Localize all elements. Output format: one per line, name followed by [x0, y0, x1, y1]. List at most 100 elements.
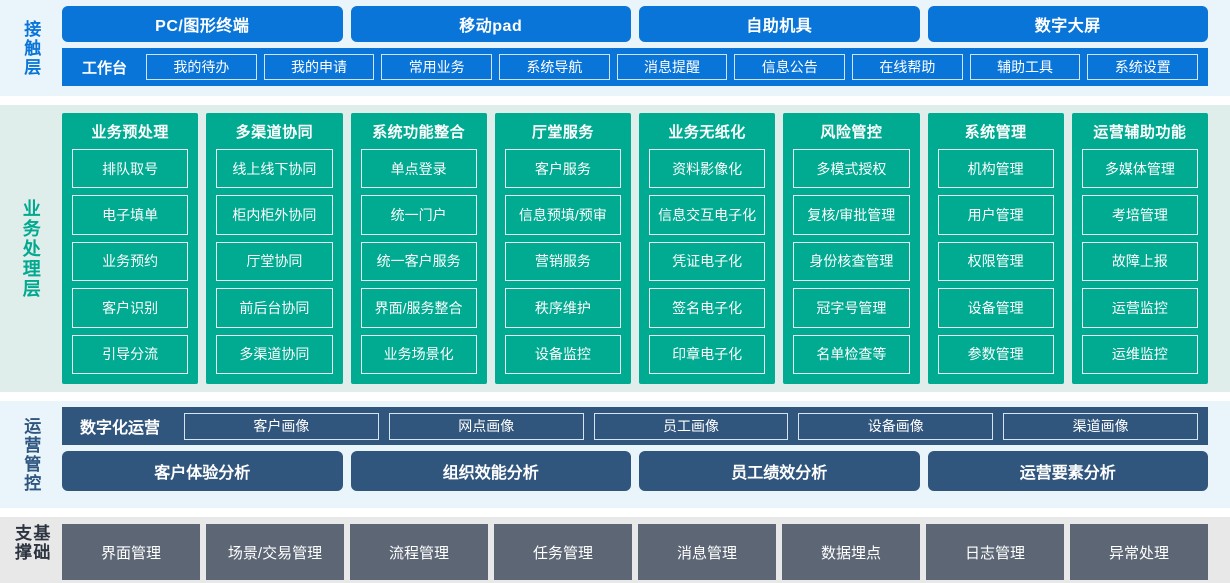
business-item[interactable]: 用户管理	[937, 195, 1054, 235]
business-item[interactable]: 排队取号	[72, 149, 189, 189]
business-item[interactable]: 名单检查等	[793, 334, 910, 375]
business-item[interactable]: 线上线下协同	[216, 149, 333, 189]
business-item[interactable]: 业务场景化	[360, 334, 477, 375]
business-item[interactable]: 单点登录	[360, 149, 477, 189]
business-column-paperless: 业务无纸化 资料影像化 信息交互电子化 凭证电子化 签名电子化 印章电子化	[639, 113, 776, 384]
business-item[interactable]: 电子填单	[72, 195, 189, 235]
business-item[interactable]: 身份核查管理	[793, 241, 910, 282]
channel-button-pc[interactable]: PC/图形终端	[62, 6, 343, 42]
analysis-button-row: 客户体验分析 组织效能分析 员工绩效分析 运营要素分析	[62, 451, 1208, 491]
business-item[interactable]: 多渠道协同	[216, 334, 333, 375]
base-item-row: 界面管理 场景/交易管理 流程管理 任务管理 消息管理 数据埋点 日志管理 异常…	[60, 524, 1230, 580]
ops-chip-branch-profile[interactable]: 网点画像	[388, 412, 584, 440]
ops-chip-employee-profile[interactable]: 员工画像	[593, 412, 789, 440]
workbench-nav-bar: 工作台 我的待办 我的申请 常用业务 系统导航 消息提醒 信息公告 在线帮助 辅…	[62, 48, 1208, 86]
ops-layer-label: 运营管控	[21, 416, 41, 493]
column-items: 客户服务 信息预填/预审 营销服务 秩序维护 设备监控	[504, 149, 621, 375]
divider-business-ops	[0, 392, 1230, 401]
channel-button-digital-screen[interactable]: 数字大屏	[927, 6, 1208, 42]
ops-button-org-efficiency-analysis[interactable]: 组织效能分析	[350, 451, 631, 491]
business-item[interactable]: 客户识别	[72, 288, 189, 328]
column-title: 系统功能整合	[372, 124, 466, 141]
base-item-process-management[interactable]: 流程管理	[350, 524, 488, 580]
business-item[interactable]: 签名电子化	[649, 288, 766, 328]
nav-item-my-todo[interactable]: 我的待办	[146, 54, 257, 80]
column-items: 多媒体管理 考培管理 故障上报 运营监控 运维监控	[1081, 149, 1198, 375]
business-item[interactable]: 前后台协同	[216, 288, 333, 328]
business-item[interactable]: 柜内柜外协同	[216, 195, 333, 235]
business-item[interactable]: 秩序维护	[504, 288, 621, 328]
column-title: 风险管控	[820, 124, 883, 141]
business-item[interactable]: 印章电子化	[649, 334, 766, 375]
column-items: 资料影像化 信息交互电子化 凭证电子化 签名电子化 印章电子化	[649, 149, 766, 375]
channel-button-self-service[interactable]: 自助机具	[639, 6, 920, 42]
business-item[interactable]: 复核/审批管理	[793, 195, 910, 235]
column-title: 运营辅助功能	[1093, 124, 1187, 141]
business-item[interactable]: 界面/服务整合	[360, 288, 477, 328]
base-layer-body: 界面管理 场景/交易管理 流程管理 任务管理 消息管理 数据埋点 日志管理 异常…	[60, 524, 1230, 580]
column-items: 多模式授权 复核/审批管理 身份核查管理 冠字号管理 名单检查等	[793, 149, 910, 375]
business-item[interactable]: 统一客户服务	[360, 241, 477, 282]
column-title: 系统管理	[964, 124, 1027, 141]
business-item[interactable]: 客户服务	[504, 149, 621, 189]
business-item[interactable]: 设备管理	[937, 288, 1054, 328]
business-item[interactable]: 业务预约	[72, 241, 189, 282]
business-item[interactable]: 机构管理	[937, 149, 1054, 189]
column-items: 排队取号 电子填单 业务预约 客户识别 引导分流	[72, 149, 189, 375]
base-layer-label: 基础支撑	[12, 524, 50, 562]
base-item-scenario-transaction-management[interactable]: 场景/交易管理	[206, 524, 344, 580]
workbench-title: 工作台	[82, 59, 128, 77]
business-item[interactable]: 多模式授权	[793, 149, 910, 189]
business-item[interactable]: 多媒体管理	[1081, 149, 1198, 189]
column-title: 业务无纸化	[668, 124, 746, 141]
nav-item-auxiliary-tools[interactable]: 辅助工具	[969, 54, 1081, 80]
business-item[interactable]: 统一门户	[360, 195, 477, 235]
ops-chip-device-profile[interactable]: 设备画像	[798, 412, 994, 440]
business-column-multichannel: 多渠道协同 线上线下协同 柜内柜外协同 厅堂协同 前后台协同 多渠道协同	[206, 113, 343, 384]
base-item-exception-handling[interactable]: 异常处理	[1070, 524, 1208, 580]
nav-item-system-navigation[interactable]: 系统导航	[499, 54, 610, 80]
business-item[interactable]: 信息交互电子化	[649, 195, 766, 235]
ops-button-operation-factor-analysis[interactable]: 运营要素分析	[927, 451, 1208, 491]
business-item[interactable]: 运维监控	[1081, 334, 1198, 375]
business-item[interactable]: 凭证电子化	[649, 241, 766, 282]
business-column-lobby-service: 厅堂服务 客户服务 信息预填/预审 营销服务 秩序维护 设备监控	[494, 113, 631, 384]
business-item[interactable]: 厅堂协同	[216, 241, 333, 282]
ops-chip-customer-profile[interactable]: 客户画像	[184, 412, 379, 440]
base-item-log-management[interactable]: 日志管理	[926, 524, 1064, 580]
nav-item-online-help[interactable]: 在线帮助	[852, 54, 963, 80]
business-item[interactable]: 权限管理	[937, 241, 1054, 282]
contact-layer-label: 接触层	[21, 19, 41, 77]
base-item-ui-management[interactable]: 界面管理	[62, 524, 200, 580]
ops-layer-body: 数字化运营 客户画像 网点画像 员工画像 设备画像 渠道画像 客户体验分析 组织…	[60, 407, 1230, 502]
contact-layer-body: PC/图形终端 移动pad 自助机具 数字大屏 工作台 我的待办 我的申请 常用…	[60, 6, 1230, 90]
nav-item-common-business[interactable]: 常用业务	[381, 54, 493, 80]
channel-button-mobile-pad[interactable]: 移动pad	[350, 6, 631, 42]
nav-item-message-reminder[interactable]: 消息提醒	[616, 54, 728, 80]
ops-button-employee-performance-analysis[interactable]: 员工绩效分析	[639, 451, 920, 491]
business-item[interactable]: 引导分流	[72, 334, 189, 375]
business-item[interactable]: 考培管理	[1081, 195, 1198, 235]
contact-layer-section: 接触层 PC/图形终端 移动pad 自助机具 数字大屏 工作台 我的待办 我的申…	[0, 0, 1230, 96]
business-item[interactable]: 设备监控	[504, 334, 621, 375]
business-item[interactable]: 参数管理	[937, 334, 1054, 375]
base-layer-section: 基础支撑 界面管理 场景/交易管理 流程管理 任务管理 消息管理 数据埋点 日志…	[0, 517, 1230, 583]
business-item[interactable]: 信息预填/预审	[504, 195, 621, 235]
base-item-data-tracking[interactable]: 数据埋点	[782, 524, 920, 580]
business-item[interactable]: 营销服务	[504, 241, 621, 282]
business-layer-label: 业务处理层	[20, 198, 41, 299]
nav-item-system-settings[interactable]: 系统设置	[1087, 54, 1199, 80]
business-column-pre-processing: 业务预处理 排队取号 电子填单 业务预约 客户识别 引导分流	[62, 113, 199, 384]
nav-item-my-application[interactable]: 我的申请	[263, 54, 375, 80]
business-item[interactable]: 冠字号管理	[793, 288, 910, 328]
business-item[interactable]: 资料影像化	[649, 149, 766, 189]
base-item-message-management[interactable]: 消息管理	[638, 524, 776, 580]
base-item-task-management[interactable]: 任务管理	[494, 524, 632, 580]
business-item[interactable]: 故障上报	[1081, 241, 1198, 282]
business-item[interactable]: 运营监控	[1081, 288, 1198, 328]
ops-button-customer-experience-analysis[interactable]: 客户体验分析	[62, 451, 343, 491]
divider-contact-business	[0, 96, 1230, 105]
nav-item-announcements[interactable]: 信息公告	[734, 54, 846, 80]
business-column-risk-control: 风险管控 多模式授权 复核/审批管理 身份核查管理 冠字号管理 名单检查等	[783, 113, 920, 384]
ops-chip-channel-profile[interactable]: 渠道画像	[1003, 412, 1198, 440]
